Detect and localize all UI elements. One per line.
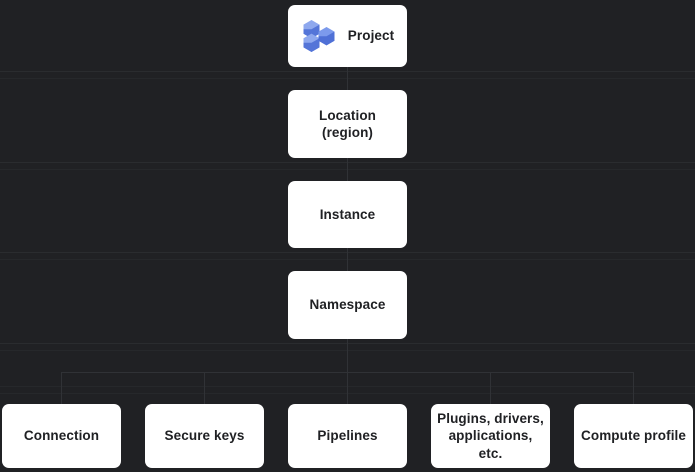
- node-secure-keys-label: Secure keys: [164, 428, 245, 444]
- node-compute-profile[interactable]: Compute profile: [574, 404, 693, 468]
- node-project[interactable]: Project: [288, 5, 407, 67]
- node-connection[interactable]: Connection: [2, 404, 121, 468]
- connector-location-instance: [347, 158, 348, 181]
- node-project-label: Project: [347, 28, 395, 44]
- connector-drop-connection: [61, 372, 62, 404]
- connector-project-location: [347, 67, 348, 90]
- node-instance-label: Instance: [319, 206, 376, 222]
- node-plugins[interactable]: Plugins, drivers, applications, etc.: [431, 404, 550, 468]
- node-location-label: Location (region): [318, 107, 377, 140]
- node-instance[interactable]: Instance: [288, 181, 407, 248]
- connector-drop-pipelines: [347, 372, 348, 404]
- node-connection-label: Connection: [23, 428, 100, 444]
- connector-instance-namespace: [347, 248, 348, 271]
- connector-drop-compute-profile: [633, 372, 634, 404]
- project-hexagons-icon: [301, 19, 337, 53]
- node-pipelines-label: Pipelines: [317, 428, 378, 444]
- node-compute-profile-label: Compute profile: [581, 428, 686, 444]
- node-pipelines[interactable]: Pipelines: [288, 404, 407, 468]
- node-secure-keys[interactable]: Secure keys: [145, 404, 264, 468]
- connector-drop-secure-keys: [204, 372, 205, 404]
- node-namespace-label: Namespace: [309, 297, 386, 313]
- connector-drop-plugins: [490, 372, 491, 404]
- node-namespace[interactable]: Namespace: [288, 271, 407, 339]
- node-location[interactable]: Location (region): [288, 90, 407, 158]
- connector-namespace-bus: [347, 339, 348, 372]
- node-plugins-label: Plugins, drivers, applications, etc.: [437, 411, 544, 461]
